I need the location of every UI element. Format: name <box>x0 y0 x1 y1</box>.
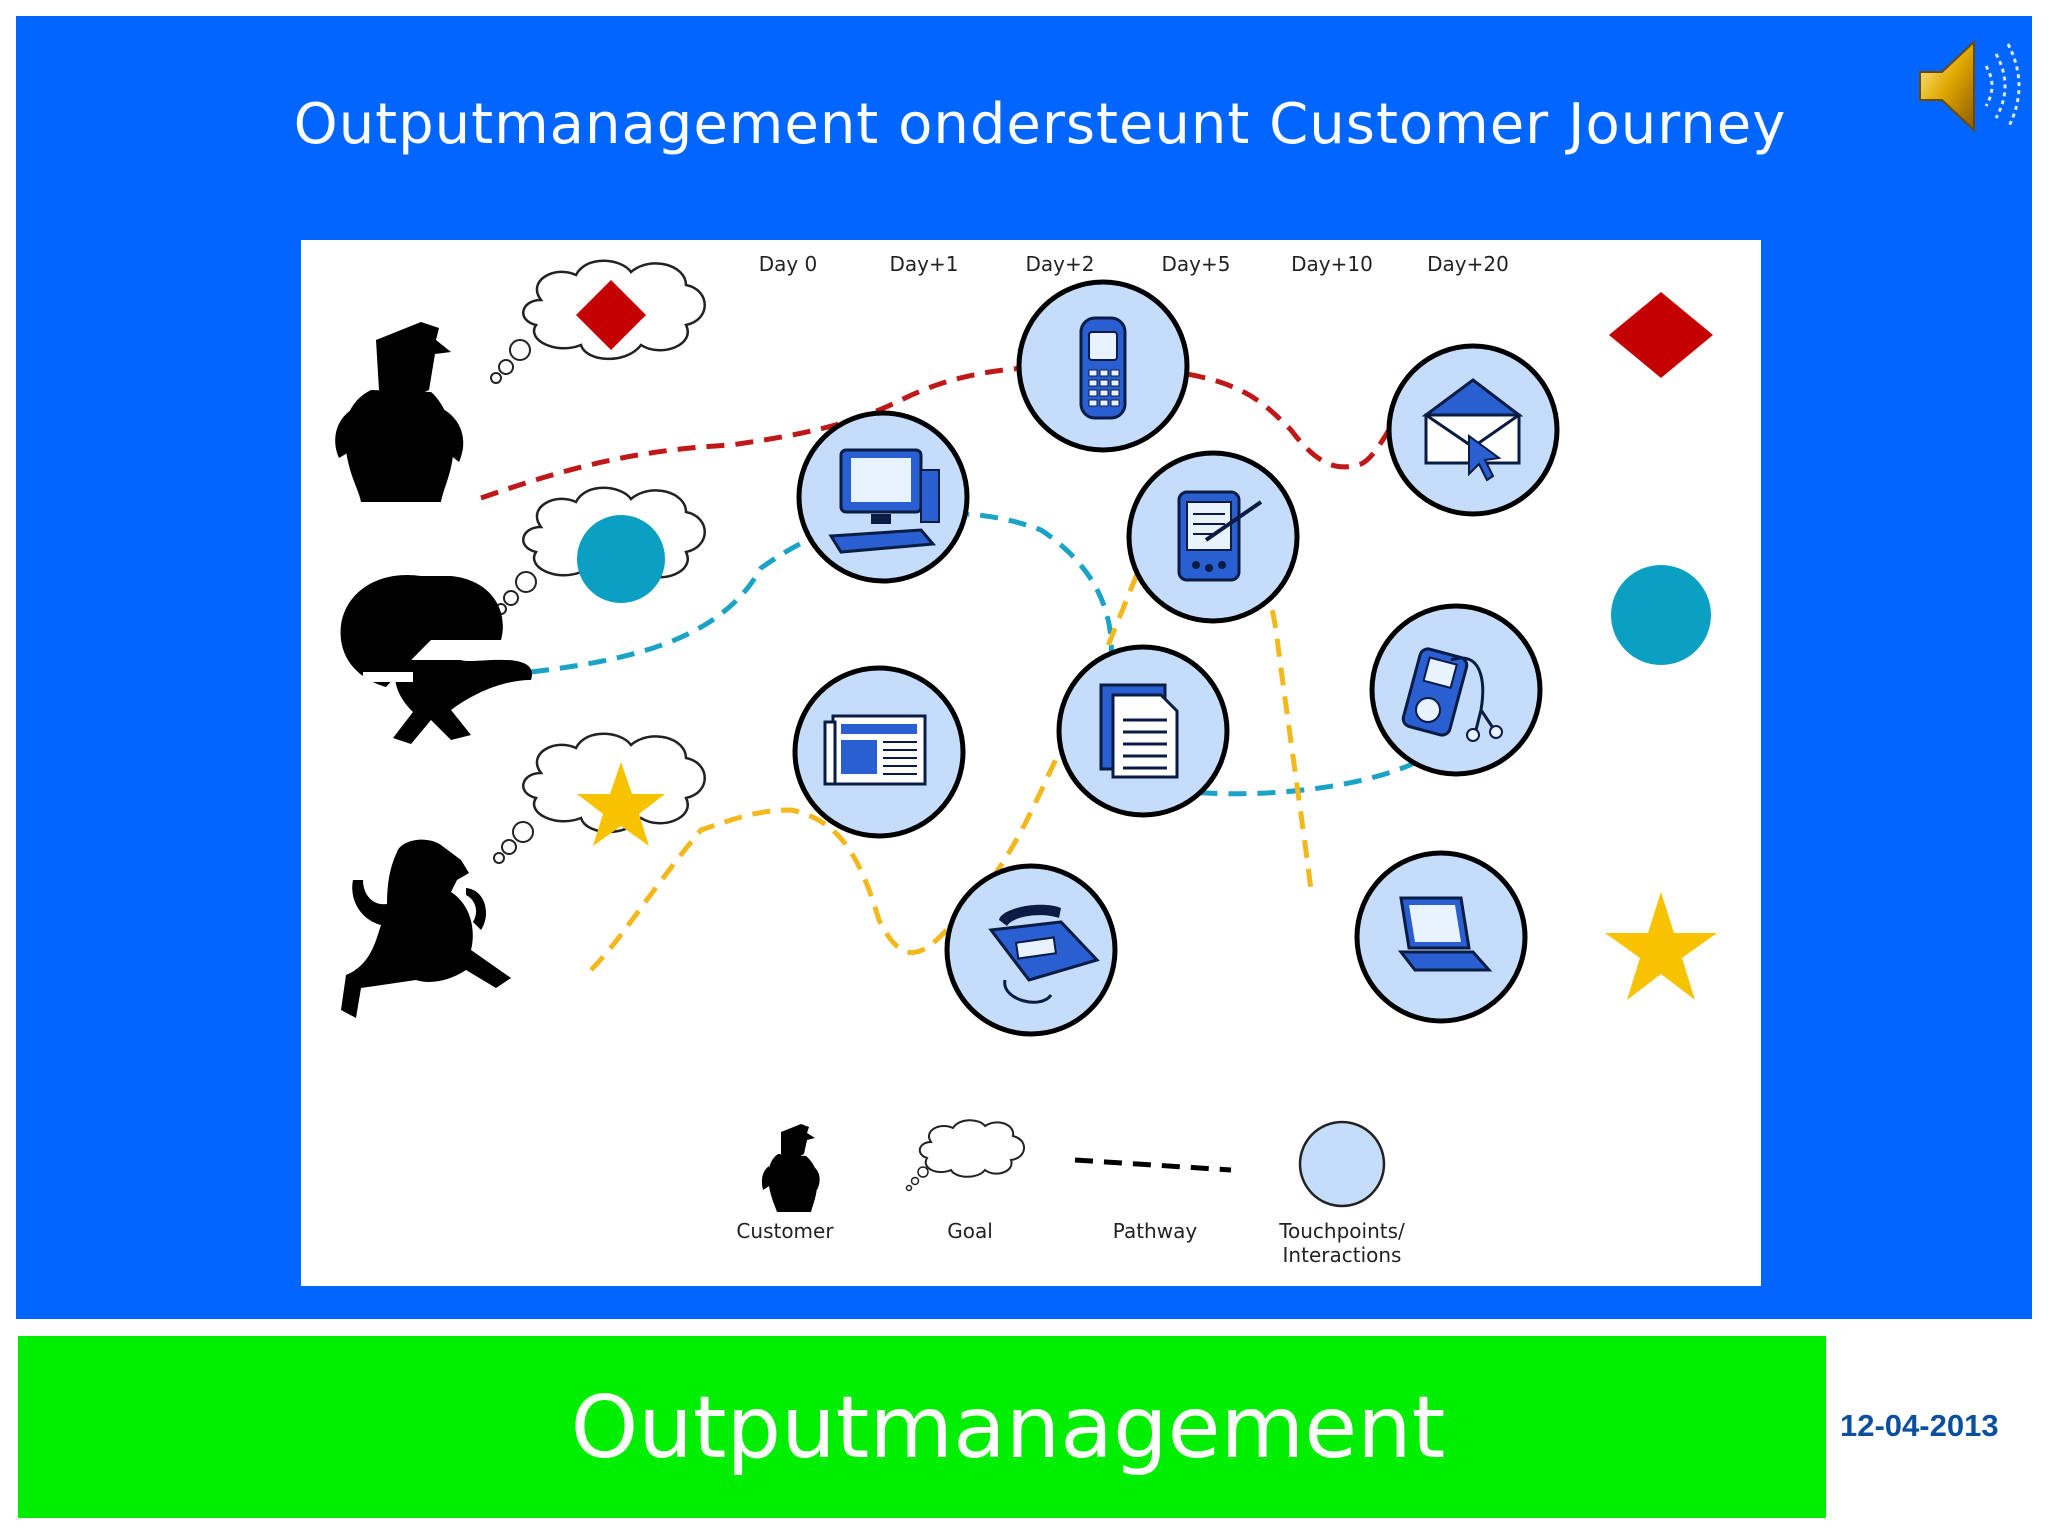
day-label: Day+10 <box>1291 252 1373 276</box>
legend-interactions-label: Interactions <box>1283 1243 1402 1267</box>
legend-pathway-label: Pathway <box>1113 1219 1198 1243</box>
pathway-red <box>480 364 1423 501</box>
day-label: Day+5 <box>1162 252 1231 276</box>
legend-customer-label: Customer <box>736 1219 834 1243</box>
computer-icon <box>828 448 940 554</box>
touchpoint-mobile-phone <box>1016 279 1190 453</box>
goal-circle-icon <box>577 515 665 603</box>
footer-bar <box>18 1336 1826 1518</box>
touchpoint-mp3-player <box>1369 603 1543 777</box>
legend-touchpoint-circle <box>1298 1120 1386 1208</box>
slide-date: 12-04-2013 <box>1840 1408 1999 1443</box>
laptop-icon <box>1397 896 1493 972</box>
newspaper-icon <box>823 714 927 786</box>
document-icon <box>1099 683 1179 779</box>
goal-star-icon <box>577 762 665 846</box>
legend-goal-label: Goal <box>947 1219 993 1243</box>
day-label: Day+1 <box>890 252 959 276</box>
pathway-yellow <box>589 456 1314 972</box>
goal-diamond-icon <box>576 280 646 350</box>
customer-journey-diagram: Day 0 Day+1 Day+2 Day+5 Day+10 Day+20 <box>301 240 1761 1286</box>
touchpoint-pda <box>1126 450 1300 624</box>
touchpoint-computer <box>796 410 970 584</box>
day-label: Day 0 <box>759 252 818 276</box>
slide-title: Outputmanagement ondersteunt Customer Jo… <box>293 92 1787 157</box>
footer-title: Outputmanagement <box>570 1378 1446 1478</box>
customer-silhouette-1 <box>335 322 464 502</box>
legend-touchpoints-label: Touchpoints/ <box>1278 1219 1405 1243</box>
goal-star-icon <box>1605 892 1717 1000</box>
mp3-player-icon <box>1401 647 1503 742</box>
touchpoint-document <box>1056 644 1230 818</box>
touchpoint-laptop <box>1354 850 1528 1024</box>
customer-silhouette-3 <box>341 839 511 1018</box>
pathway-teal <box>530 511 1466 797</box>
legend-pathway-line <box>1074 1157 1232 1173</box>
goal-diamond-icon <box>1609 292 1713 378</box>
telephone-icon <box>988 904 1100 1004</box>
day-label: Day+20 <box>1427 252 1509 276</box>
goal-circle-icon <box>1611 565 1711 665</box>
pda-icon <box>1177 490 1263 582</box>
email-icon <box>1421 378 1524 482</box>
touchpoint-newspaper <box>792 665 966 839</box>
day-label: Day+2 <box>1026 252 1095 276</box>
touchpoint-email <box>1386 343 1560 517</box>
legend: Customer Goal Pathway Touchpoints/ Inter… <box>736 1119 1405 1267</box>
customer-silhouette-2 <box>340 574 532 744</box>
legend-customer-icon <box>761 1124 820 1212</box>
mobile-phone-icon <box>1079 316 1127 420</box>
legend-goal-cloud-icon <box>905 1119 1025 1192</box>
speaker-icon[interactable] <box>1912 30 2024 142</box>
touchpoint-telephone <box>944 863 1118 1037</box>
